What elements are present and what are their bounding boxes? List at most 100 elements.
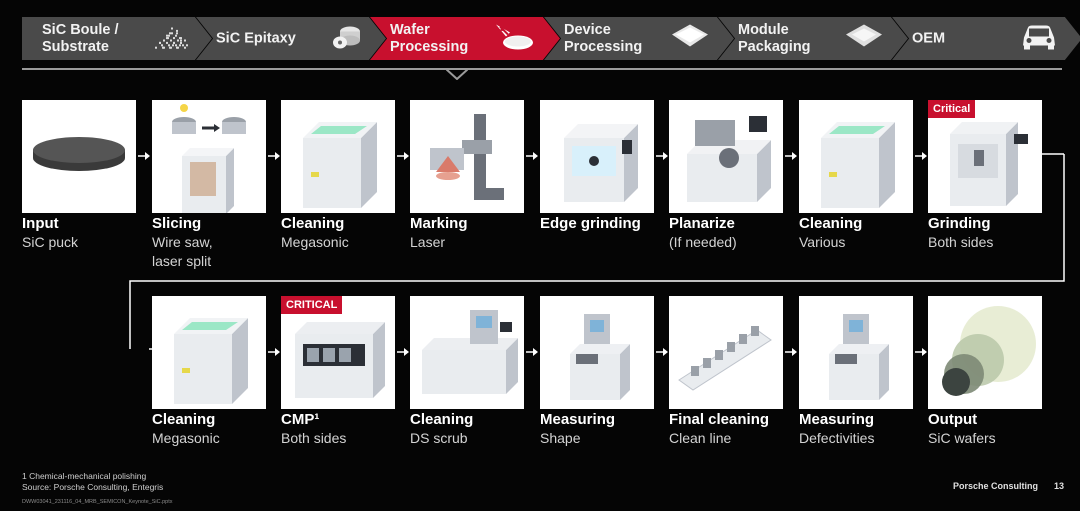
scrubber-icon xyxy=(422,310,518,394)
planarizer-icon xyxy=(687,116,771,202)
step-title: Final cleaning xyxy=(669,411,770,428)
step-subtitle: Defectivities xyxy=(799,430,875,446)
module-icon xyxy=(844,22,884,55)
stage-chevron-1: SiC Boule / Substrate xyxy=(22,17,212,60)
step-card-11 xyxy=(410,296,524,409)
stage-label: Module Packaging xyxy=(738,21,811,55)
flow-arrow-bottom-1 xyxy=(268,348,280,356)
grinder-icon xyxy=(950,122,1028,206)
file-name: DWW03041_231116_04_MRB_SEMICON_Keynote_S… xyxy=(22,499,173,505)
step-subtitle: Shape xyxy=(540,430,581,446)
step-subtitle: Clean line xyxy=(669,430,732,446)
step-card-5 xyxy=(540,100,654,213)
step-title: Output xyxy=(928,411,978,428)
car-icon xyxy=(1020,21,1058,56)
metrology-tool-icon xyxy=(829,314,889,400)
step-subtitle: SiC puck xyxy=(22,234,79,250)
step-title: Grinding xyxy=(928,215,991,232)
sic-wafers-icon xyxy=(942,306,1036,396)
flow-arrow-top-7 xyxy=(915,152,927,160)
stage-label: SiC Epitaxy xyxy=(216,30,296,46)
cleaning-tank-icon xyxy=(821,122,895,208)
step-card-14 xyxy=(799,296,913,409)
step-subtitle: Both sides xyxy=(281,430,347,446)
crystal-pile-icon xyxy=(154,23,188,54)
stage-chevron-3: Wafer Processing xyxy=(370,17,560,60)
flow-arrow-bottom-3 xyxy=(526,348,538,356)
edge-grinder-icon xyxy=(564,124,638,202)
stage-chevron-5: Module Packaging xyxy=(718,17,908,60)
step-card-9 xyxy=(152,296,266,409)
clean-line-icon xyxy=(678,326,772,391)
sic-puck-icon xyxy=(33,137,125,171)
step-card-1 xyxy=(22,100,136,213)
flow-arrow-bottom-4 xyxy=(656,348,668,356)
step-title: Cleaning xyxy=(152,411,216,428)
active-stage-pointer xyxy=(446,69,468,80)
step-subtitle: Megasonic xyxy=(152,430,220,446)
step-card-3 xyxy=(281,100,395,213)
step-subtitle: DS scrub xyxy=(410,430,468,446)
cleaning-tank-icon xyxy=(174,318,248,404)
footnote: 1 Chemical-mechanical polishing xyxy=(22,471,147,481)
step-card-4 xyxy=(410,100,524,213)
laser-marker-icon xyxy=(430,114,504,200)
step-subtitle: Various xyxy=(799,234,846,250)
step-card-6 xyxy=(669,100,783,213)
flow-arrow-bottom-6 xyxy=(915,348,927,356)
stage-chevron-4: Device Processing xyxy=(544,17,734,60)
flow-arrow-bottom-5 xyxy=(785,348,797,356)
step-title: Measuring xyxy=(540,411,616,428)
stage-chevron-6: OEM xyxy=(892,17,1080,60)
step-title: Measuring xyxy=(799,411,875,428)
stage-label: Device Processing xyxy=(564,21,643,55)
step-title: Slicing xyxy=(152,215,202,232)
step-subtitle: (If needed) xyxy=(669,234,737,250)
critical-badge: Critical xyxy=(928,100,976,118)
header-baseline xyxy=(22,68,1062,70)
step-subtitle: Laser xyxy=(410,234,446,250)
step-subtitle: Megasonic xyxy=(281,234,349,250)
flow-arrow-bottom-2 xyxy=(397,348,409,356)
step-card-2 xyxy=(152,100,266,213)
step-subtitle: SiC wafers xyxy=(928,430,996,446)
page-number: 13 xyxy=(1053,481,1064,491)
step-title: Cleaning xyxy=(410,411,474,428)
step-title: Edge grinding xyxy=(540,215,641,232)
flow-arrow-top-2 xyxy=(268,152,280,160)
flow-arrow-top-5 xyxy=(656,152,668,160)
step-title: Cleaning xyxy=(281,215,345,232)
stage-label: Wafer Processing xyxy=(390,21,469,55)
stage-label: SiC Boule / Substrate xyxy=(42,21,119,55)
wafer-laser-icon xyxy=(492,20,536,57)
step-title: CMP¹ xyxy=(281,411,320,428)
flow-arrow-top-1 xyxy=(138,152,150,160)
stage-chevron-2: SiC Epitaxy xyxy=(196,17,386,60)
metrology-tool-icon xyxy=(570,314,630,400)
step-card-13 xyxy=(669,296,783,409)
step-card-7 xyxy=(799,100,913,213)
stage-label: OEM xyxy=(912,30,946,46)
flow-arrow-top-3 xyxy=(397,152,409,160)
flow-arrow-top-4 xyxy=(526,152,538,160)
flow-arrow-top-6 xyxy=(785,152,797,160)
wafer-stack-icon xyxy=(332,22,362,55)
source-note: Source: Porsche Consulting, Entegris xyxy=(22,482,164,492)
wire-saw-icon xyxy=(172,104,246,213)
step-title: Planarize xyxy=(669,215,735,232)
cleaning-tank-icon xyxy=(303,122,377,208)
step-card-12 xyxy=(540,296,654,409)
step-card-15 xyxy=(928,296,1042,409)
critical-badge: CRITICAL xyxy=(281,296,343,314)
step-title: Marking xyxy=(410,215,468,232)
step-card-10: CRITICAL xyxy=(281,296,395,409)
step-title: Cleaning xyxy=(799,215,863,232)
chip-icon xyxy=(670,22,710,55)
cmp-tool-icon xyxy=(295,322,385,398)
flow-arrow-wrap xyxy=(149,345,161,353)
step-subtitle: Both sides xyxy=(928,234,994,250)
step-subtitle: Wire saw, laser split xyxy=(152,234,213,269)
step-title: Input xyxy=(22,215,59,232)
brand-name: Porsche Consulting xyxy=(952,481,1038,491)
